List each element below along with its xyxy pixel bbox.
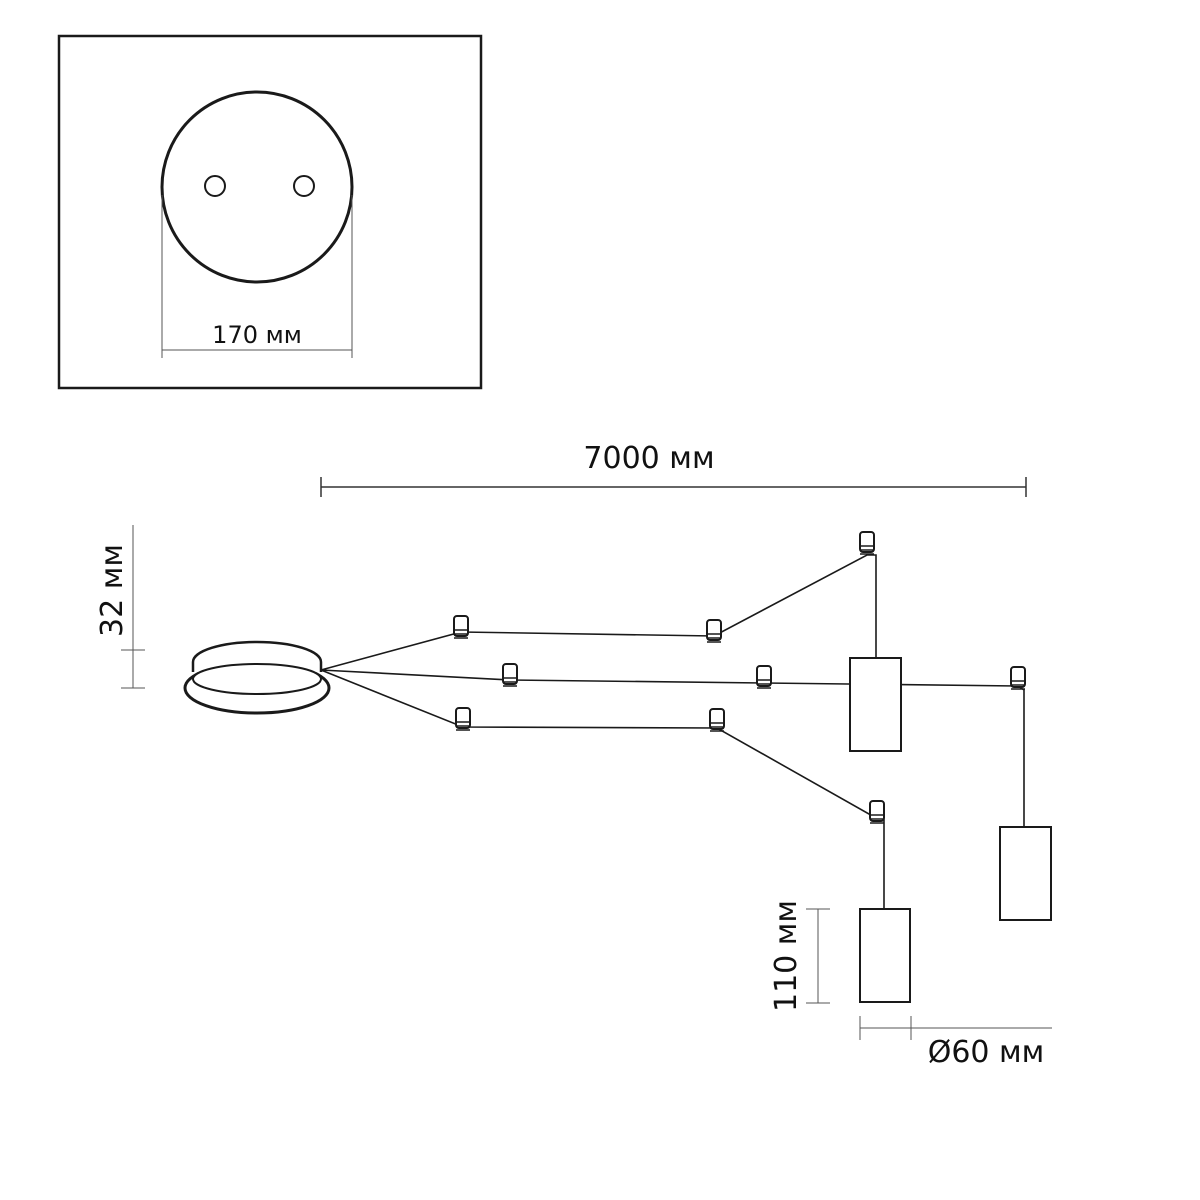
cable-holder xyxy=(502,663,518,687)
cable-holder xyxy=(869,800,885,824)
shade-diameter-dimension: Ø60 мм xyxy=(859,1016,1052,1070)
shade-height-label: 110 мм xyxy=(769,900,804,1012)
canopy-top-view-inset: 170 мм xyxy=(57,34,483,390)
diameter-170-label: 170 мм xyxy=(212,321,302,349)
shade-height-dimension: 110 мм xyxy=(769,900,830,1012)
cable-holder xyxy=(455,707,471,731)
canopy-top-circle xyxy=(160,90,354,284)
cable-holder xyxy=(453,615,469,639)
cable-holders xyxy=(453,531,1026,824)
cable-holder xyxy=(859,531,875,555)
lamp-shade-top xyxy=(849,657,902,752)
lamp-shade-bottom xyxy=(859,908,911,1003)
cable-holder xyxy=(709,708,725,732)
total-length-label: 7000 мм xyxy=(583,441,714,476)
canopy-rim xyxy=(191,640,323,672)
wire-middle xyxy=(320,669,1025,827)
wire-top xyxy=(320,554,877,671)
cable-holder xyxy=(756,665,772,689)
canopy-height-label: 32 мм xyxy=(95,544,130,637)
mounting-hole-left xyxy=(204,175,226,197)
cable-holder xyxy=(1010,666,1026,690)
canopy-height-dimension: 32 мм xyxy=(95,525,145,689)
total-length-dimension: 7000 мм xyxy=(320,441,1027,497)
cable-holder xyxy=(706,619,722,643)
wire-bottom xyxy=(320,669,885,909)
lamp-shade-right xyxy=(999,826,1052,921)
shade-diameter-label: Ø60 мм xyxy=(928,1035,1045,1070)
canopy-inner-ellipse xyxy=(192,663,322,695)
canopy-side-view xyxy=(183,640,331,715)
lamp-shades xyxy=(849,657,1052,1003)
mounting-hole-right xyxy=(293,175,315,197)
wires xyxy=(320,554,1025,909)
inset-frame xyxy=(57,34,483,390)
